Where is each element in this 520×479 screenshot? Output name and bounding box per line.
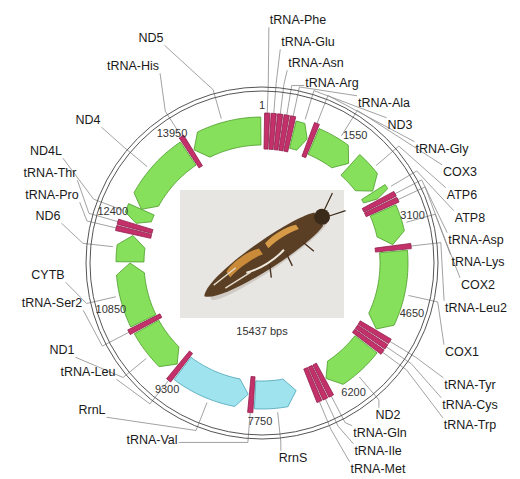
feature-label: tRNA-Tyr (444, 379, 495, 392)
genome-ring (90, 91, 434, 435)
moth-wing-mark (264, 222, 299, 249)
feature-label: tRNA-Thr (24, 167, 77, 180)
feature-label: tRNA-Phe (270, 14, 326, 27)
feature-label: tRNA-Asn (288, 57, 344, 70)
leader-line (319, 402, 349, 462)
protein-gene (341, 155, 377, 192)
moth-wing-stripe (213, 262, 251, 293)
position-label: 1 (259, 100, 265, 111)
feature-group (116, 113, 412, 413)
position-label: 4650 (400, 307, 424, 318)
moth-illustration (196, 192, 354, 316)
leader-line (83, 310, 129, 346)
feature-label: ND4 (75, 114, 100, 127)
leader-line (107, 403, 207, 431)
feature-label: tRNA-Arg (305, 77, 358, 90)
feature-label: COX1 (445, 346, 479, 359)
leader-line (278, 412, 281, 451)
feature-label: tRNA-Lys (451, 256, 504, 269)
feature-label: tRNA-Pro (25, 189, 78, 202)
feature-label: COX3 (443, 166, 477, 179)
position-label: 10850 (96, 304, 127, 315)
feature-label: CYTB (31, 269, 64, 282)
moth-antenna (318, 192, 345, 220)
protein-gene (194, 117, 261, 157)
feature-label: tRNA-Ala (358, 97, 410, 110)
feature-label: RrnS (279, 452, 307, 465)
position-label: 7750 (248, 415, 272, 426)
protein-gene (370, 205, 404, 245)
leader-line (274, 49, 280, 113)
trna-gene (304, 368, 322, 403)
feature-label: tRNA-Cys (442, 399, 498, 412)
feature-label: tRNA-Leu2 (445, 302, 507, 315)
leader-line (165, 45, 222, 118)
specimen-photo (180, 190, 344, 318)
position-label: 9300 (155, 384, 179, 395)
feature-label: tRNA-Ile (354, 445, 401, 458)
position-label: 12400 (97, 206, 128, 217)
rrna-gene (254, 379, 296, 409)
feature-label: ND4L (30, 145, 62, 158)
leader-line (411, 243, 444, 301)
feature-label: tRNA-Gln (353, 427, 406, 440)
feature-label: ND3 (387, 119, 412, 132)
feature-label: ATP6 (447, 189, 477, 202)
genome-ring (86, 87, 438, 439)
moth-wing-stripe (246, 248, 285, 276)
moth-wing (196, 207, 326, 308)
feature-label: ND6 (35, 210, 60, 223)
protein-gene (308, 129, 348, 168)
moth-head (311, 206, 333, 228)
feature-label: tRNA-Val (126, 434, 177, 447)
protein-gene (326, 336, 377, 385)
feature-label: tRNA-Ser2 (22, 297, 82, 310)
feature-label: tRNA-Met (351, 463, 406, 476)
feature-label: tRNA-Glu (281, 36, 334, 49)
feature-label: COX2 (461, 279, 495, 292)
feature-label: ND1 (49, 344, 74, 357)
position-label: 6200 (341, 386, 365, 397)
feature-label: tRNA-Leu (61, 366, 116, 379)
feature-label: tRNA-Trp (444, 419, 496, 432)
rrna-gene (174, 357, 248, 406)
genome-size-label: 15437 bps (236, 326, 287, 337)
position-label: 13950 (157, 128, 188, 139)
leader-group (62, 27, 460, 462)
feature-label: tRNA-His (107, 60, 159, 73)
leader-line (267, 27, 269, 113)
feature-label: tRNA-Gly (416, 143, 469, 156)
protein-gene (116, 236, 145, 262)
feature-label: ND5 (138, 32, 163, 45)
feature-label: tRNA-Asp (448, 234, 504, 247)
position-label: 1550 (343, 130, 367, 141)
leader-line (341, 110, 441, 164)
leader-line (408, 295, 444, 344)
feature-label: ATP8 (455, 212, 485, 225)
protein-gene (117, 263, 156, 327)
position-label: 3100 (400, 209, 424, 220)
moth-leg (265, 240, 314, 280)
trna-gene (248, 376, 255, 412)
feature-label: ND2 (375, 409, 400, 422)
protein-gene (290, 121, 308, 150)
feature-label: RrnL (78, 404, 105, 417)
